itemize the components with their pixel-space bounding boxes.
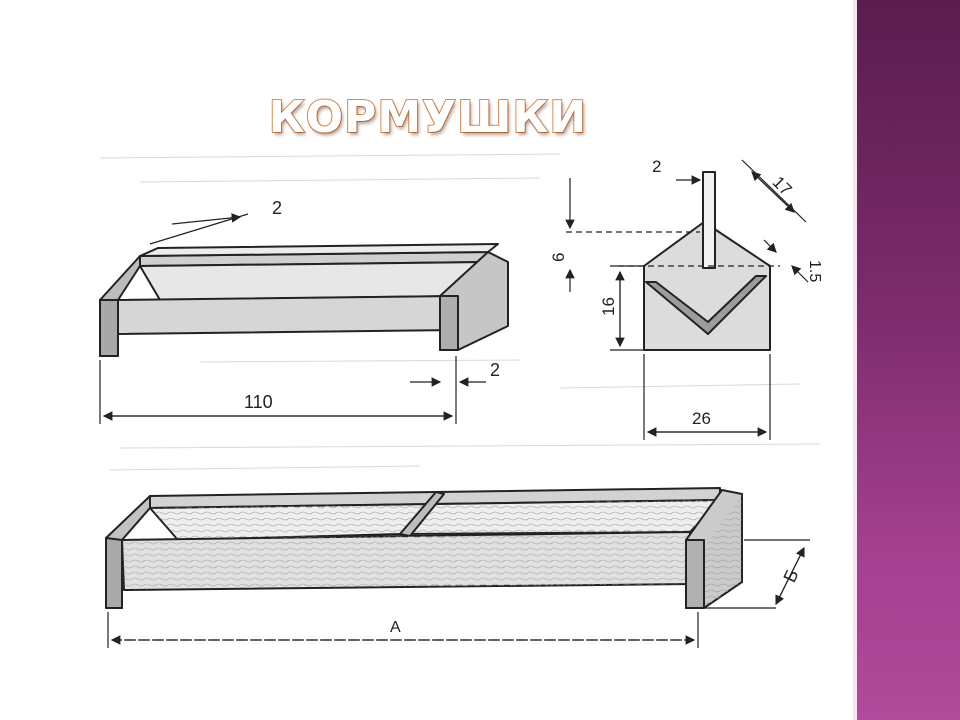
label-top-length: 110 xyxy=(244,392,273,412)
decorative-side-band xyxy=(856,0,960,720)
trough-left-end-face xyxy=(99,299,119,357)
bottom-right-end-grain xyxy=(704,494,742,608)
label-section-lower-height: 16 xyxy=(599,297,618,316)
label-section-upper-height: 6 xyxy=(549,253,568,262)
label-section-width: 26 xyxy=(692,409,711,428)
trough-interior xyxy=(139,261,489,301)
cross-section-dimensions xyxy=(565,159,809,440)
side-band-edge xyxy=(853,0,857,720)
bottom-trough-drawing xyxy=(105,487,743,609)
slide-title: КОРМУШКИ xyxy=(268,91,588,144)
label-top-lip-width: 2 xyxy=(272,198,282,218)
trough-top-lip xyxy=(139,243,499,257)
bottom-interior-grain xyxy=(150,500,720,540)
label-bottom-length: А xyxy=(390,619,401,636)
label-section-slant: 17 xyxy=(769,173,796,200)
cross-section-drawing xyxy=(618,171,780,351)
bottom-trough-dimensions xyxy=(107,539,810,648)
label-section-board: 1.5 xyxy=(806,260,823,282)
feeder-drawings: 2 110 2 xyxy=(99,153,823,648)
label-bottom-width: Б xyxy=(780,566,803,585)
bottom-front-grain xyxy=(122,532,692,590)
section-divider xyxy=(702,171,716,269)
top-trough-drawing xyxy=(99,243,509,357)
trough-right-end-face xyxy=(439,295,459,351)
label-section-top-gap: 2 xyxy=(652,157,661,176)
section-body xyxy=(643,221,771,351)
trough-front-board xyxy=(117,295,459,335)
bottom-right-end-face xyxy=(685,539,705,609)
scan-noise xyxy=(99,153,821,471)
top-trough-dimensions xyxy=(99,213,486,424)
label-top-end-thickness: 2 xyxy=(490,360,500,380)
section-v-trough xyxy=(645,275,767,335)
bottom-left-end-face xyxy=(105,537,123,609)
